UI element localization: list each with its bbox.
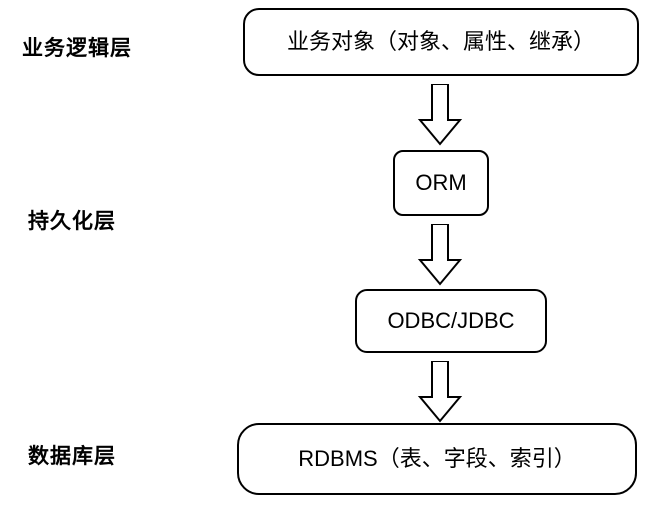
arrow-business-to-orm — [413, 83, 467, 146]
node-orm-label: ORM — [415, 170, 467, 195]
node-business-object[interactable]: 业务对象（对象、属性、继承） — [243, 8, 639, 76]
layer-label-persistence: 持久化层 — [28, 210, 116, 233]
node-orm[interactable]: ORM — [393, 150, 489, 216]
arrow-orm-to-odbc — [413, 223, 467, 286]
arrow-odbc-to-rdbms — [413, 360, 467, 423]
node-business-object-label: 业务对象（对象、属性、继承） — [286, 29, 595, 54]
node-rdbms[interactable]: RDBMS（表、字段、索引） — [237, 423, 637, 495]
layer-label-business: 业务逻辑层 — [22, 37, 132, 60]
node-odbc-jdbc-label: ODBC/JDBC — [387, 308, 515, 333]
node-odbc-jdbc[interactable]: ODBC/JDBC — [355, 289, 547, 353]
node-rdbms-label: RDBMS（表、字段、索引） — [298, 446, 576, 471]
layer-label-database: 数据库层 — [28, 445, 116, 468]
